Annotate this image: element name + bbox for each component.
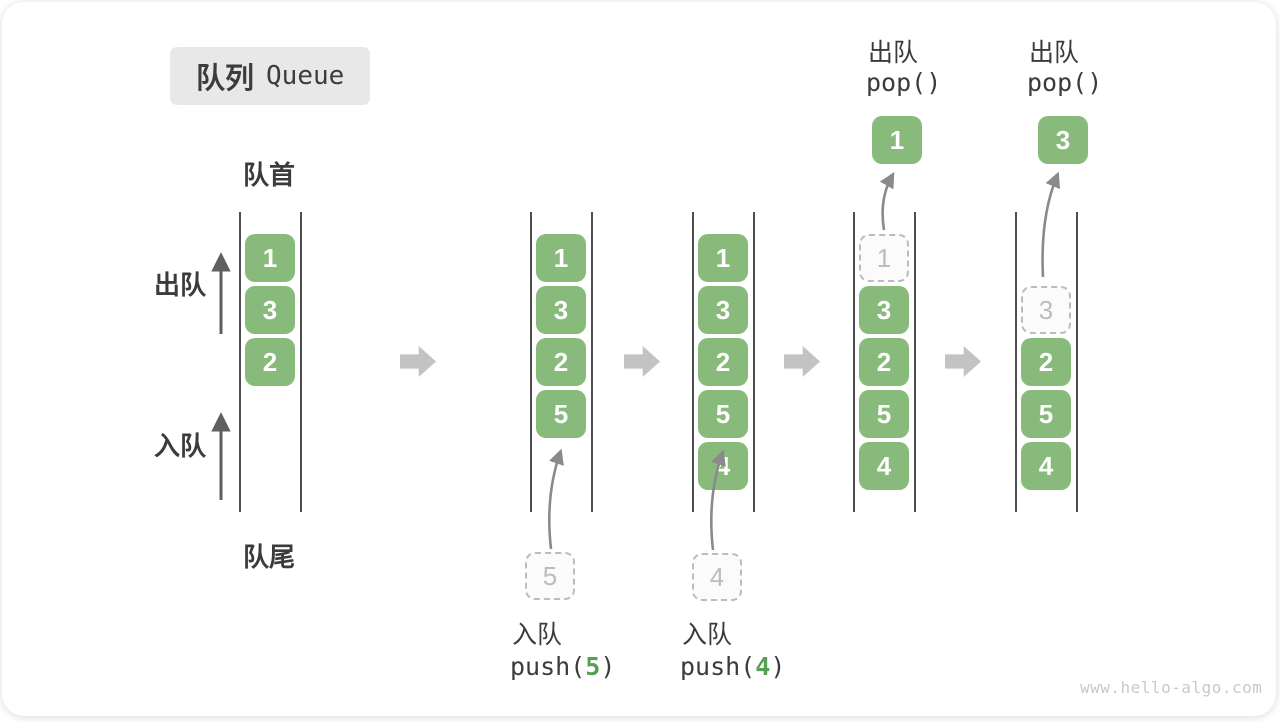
code-arg: 5: [585, 652, 601, 681]
dequeued-placeholder: 1: [859, 234, 909, 282]
title-zh: 队列: [196, 63, 255, 95]
queue3-wall-left: [692, 212, 694, 512]
queue-cell: 1: [536, 234, 586, 282]
code-arg: 4: [755, 652, 771, 681]
queue1-wall-left: [239, 212, 241, 512]
queue2-wall-left: [530, 212, 532, 512]
code-text: push(: [510, 652, 586, 681]
queue-cell: 1: [698, 234, 748, 282]
queue-cell: 2: [536, 338, 586, 386]
label-enqueue-op1: 入队: [512, 621, 563, 649]
queue-cell: 5: [859, 390, 909, 438]
push5-arrow-icon: [547, 448, 564, 550]
queue5-wall-right: [1076, 212, 1078, 512]
label-queue-rear: 队尾: [243, 542, 296, 572]
queue-cell: 4: [1021, 442, 1071, 490]
queue-cell: 4: [698, 442, 748, 490]
queue-cell: 5: [698, 390, 748, 438]
popped-item: 3: [1038, 116, 1088, 164]
queue2-wall-right: [591, 212, 593, 512]
staged-item: 5: [525, 552, 575, 600]
popped-item: 1: [872, 116, 922, 164]
queue-cell: 3: [245, 286, 295, 334]
queue3-wall-right: [753, 212, 755, 512]
label-dequeue-side: 出队: [154, 270, 207, 300]
queue-cell: 5: [536, 390, 586, 438]
code-pop3: pop(): [1027, 68, 1103, 97]
code-pop1: pop(): [866, 68, 942, 97]
queue-cell: 2: [245, 338, 295, 386]
code-text: ): [600, 652, 616, 681]
queue5-wall-left: [1015, 212, 1017, 512]
queue-cell: 3: [859, 286, 909, 334]
transition-arrow-icon: [400, 346, 436, 377]
title-badge: 队列 Queue: [170, 47, 371, 105]
label-queue-front: 队首: [243, 160, 296, 190]
transition-arrow-icon: [784, 346, 820, 377]
queue-cell: 2: [698, 338, 748, 386]
watermark: www.hello-algo.com: [1080, 678, 1263, 697]
queue1-wall-right: [300, 212, 302, 512]
pop1-arrow-icon: [879, 171, 895, 231]
queue-cell: 1: [245, 234, 295, 282]
queue-cell: 2: [859, 338, 909, 386]
queue-cell: 2: [1021, 338, 1071, 386]
pop3-arrow-icon: [1041, 171, 1061, 278]
transition-arrow-icon: [624, 346, 660, 377]
staged-item: 4: [692, 553, 742, 601]
code-text: push(: [680, 652, 756, 681]
label-dequeue-op2: 出队: [1029, 39, 1080, 67]
code-text: ): [770, 652, 786, 681]
title-en: Queue: [266, 61, 345, 91]
label-dequeue-op1: 出队: [868, 39, 919, 67]
label-enqueue-op2: 入队: [682, 621, 733, 649]
code-push4: push(4): [680, 652, 785, 681]
dequeued-placeholder: 3: [1021, 286, 1071, 334]
code-push5: push(5): [510, 652, 615, 681]
queue-cell: 4: [859, 442, 909, 490]
queue-cell: 5: [1021, 390, 1071, 438]
queue-cell: 3: [536, 286, 586, 334]
transition-arrow-icon: [945, 346, 981, 377]
queue4-wall-right: [914, 212, 916, 512]
queue4-wall-left: [853, 212, 855, 512]
queue-cell: 3: [698, 286, 748, 334]
label-enqueue-side: 入队: [154, 431, 207, 461]
